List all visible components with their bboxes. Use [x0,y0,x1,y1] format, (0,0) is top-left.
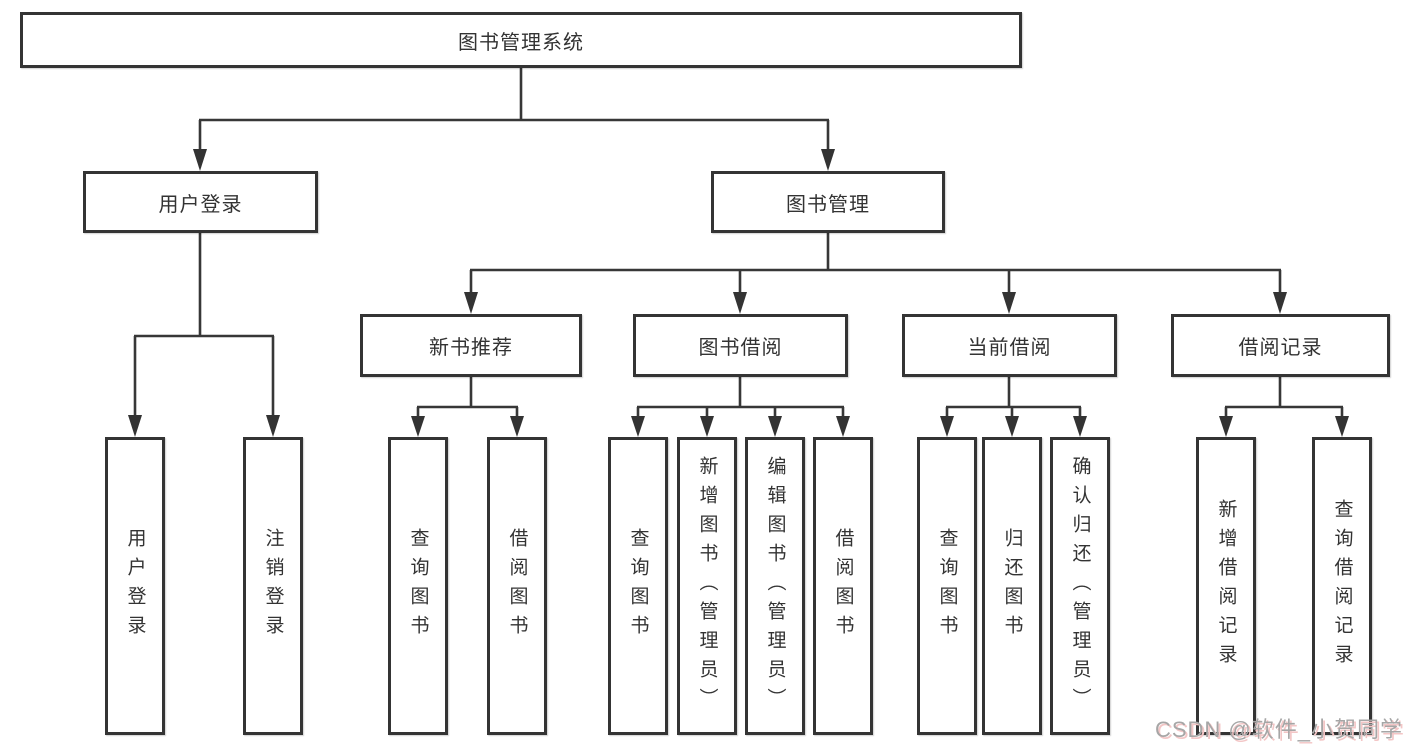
leaf-logout-label: 注销登录 [262,528,284,644]
arrowhead-icon [1005,416,1019,437]
node-new-books: 新书推荐 [360,314,582,377]
arrowhead-icon [768,416,782,437]
leaf-records-query: 查询借阅记录 [1312,437,1372,735]
watermark: CSDN @软件_小贺同学 [1154,717,1403,742]
arrowhead-icon [1335,416,1349,437]
leaf-records-query-label: 查询借阅记录 [1331,499,1353,673]
node-current-borrow-label: 当前借阅 [967,337,1052,359]
connector-user-login-to-leaves [128,233,280,437]
node-root-label: 图书管理系统 [458,31,584,54]
arrowhead-icon [821,149,835,171]
arrowhead-icon [631,416,645,437]
leaf-records-add: 新增借阅记录 [1196,437,1256,735]
leaf-records-add-label: 新增借阅记录 [1215,499,1237,673]
node-root: 图书管理系统 [20,12,1022,68]
arrowhead-icon [193,149,207,171]
arrowhead-icon [1273,292,1287,314]
connector-new-books-to-leaves [411,377,524,437]
leaf-current-query: 查询图书 [917,437,977,735]
arrowhead-icon [411,416,425,437]
leaf-new-books-query-label: 查询图书 [407,528,429,644]
leaf-current-query-label: 查询图书 [936,528,958,644]
arrowhead-icon [733,292,747,314]
node-user-login: 用户登录 [83,171,318,233]
connector-book-mgmt-to-level3 [464,233,1287,314]
arrowhead-icon [1073,416,1087,437]
arrowhead-icon [1002,292,1016,314]
leaf-current-confirm-admin-label: 确认归还（管理员） [1069,455,1091,717]
arrowhead-icon [836,416,850,437]
leaf-user-login-label: 用户登录 [124,528,146,644]
leaf-borrow-edit-admin: 编辑图书（管理员） [745,437,805,735]
connector-root-to-level2 [193,68,835,171]
connector-borrow-records-to-leaves [1219,377,1349,437]
leaf-borrow-query-label: 查询图书 [627,528,649,644]
leaf-new-books-borrow-label: 借阅图书 [506,528,528,644]
node-user-login-label: 用户登录 [158,193,243,216]
node-borrow-records-label: 借阅记录 [1238,337,1323,359]
leaf-current-confirm-admin: 确认归还（管理员） [1050,437,1110,735]
leaf-current-return: 归还图书 [982,437,1042,735]
node-book-borrow: 图书借阅 [633,314,848,377]
leaf-new-books-query: 查询图书 [388,437,448,735]
leaf-borrow-add-admin-label: 新增图书（管理员） [696,455,718,717]
arrowhead-icon [700,416,714,437]
arrowhead-icon [266,415,280,437]
leaf-current-return-label: 归还图书 [1001,528,1023,644]
node-new-books-label: 新书推荐 [429,337,513,359]
leaf-user-login: 用户登录 [105,437,165,735]
arrowhead-icon [940,416,954,437]
arrowhead-icon [1219,416,1233,437]
node-book-borrow-label: 图书借阅 [698,337,783,359]
node-book-mgmt: 图书管理 [711,171,945,233]
arrowhead-icon [464,292,478,314]
leaf-borrow-book-label: 借阅图书 [832,528,854,644]
leaf-borrow-edit-admin-label: 编辑图书（管理员） [764,455,786,717]
connector-current-borrow-to-leaves [940,377,1087,437]
node-current-borrow: 当前借阅 [902,314,1117,377]
node-borrow-records: 借阅记录 [1171,314,1390,377]
leaf-borrow-book: 借阅图书 [813,437,873,735]
leaf-borrow-query: 查询图书 [608,437,668,735]
leaf-borrow-add-admin: 新增图书（管理员） [677,437,737,735]
arrowhead-icon [128,415,142,437]
leaf-new-books-borrow: 借阅图书 [487,437,547,735]
node-book-mgmt-label: 图书管理 [786,193,870,216]
arrowhead-icon [510,416,524,437]
connector-book-borrow-to-leaves [631,377,850,437]
leaf-logout: 注销登录 [243,437,303,735]
